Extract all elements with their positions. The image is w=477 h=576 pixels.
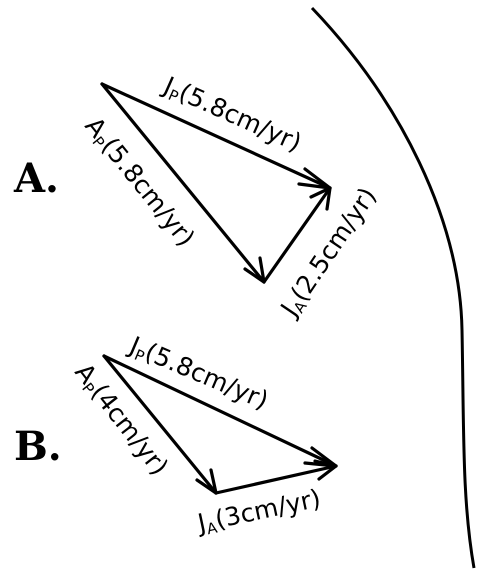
panel-a-letter: A. <box>13 155 59 202</box>
panel-b-ap-vector <box>102 354 218 495</box>
panel-a-ja-vector <box>262 186 332 284</box>
panel-b-letter: B. <box>14 423 62 470</box>
panel-b-jp-vector <box>102 354 338 468</box>
panel-a-jp-label: JP(5.8cm/yr) <box>157 70 306 159</box>
plate-boundary-curve <box>310 6 476 569</box>
panel-a-ap-vector <box>100 82 266 284</box>
panel-b-ja-arrowhead <box>313 459 338 481</box>
panel-a-jp-vector <box>100 82 332 190</box>
panel-b-jp-label: JP(5.8cm/yr) <box>123 330 273 417</box>
panel-a-ja-arrowhead <box>309 186 332 211</box>
panel-a-jp-arrowhead <box>297 167 332 190</box>
panel-b-ja-vector <box>214 464 338 495</box>
